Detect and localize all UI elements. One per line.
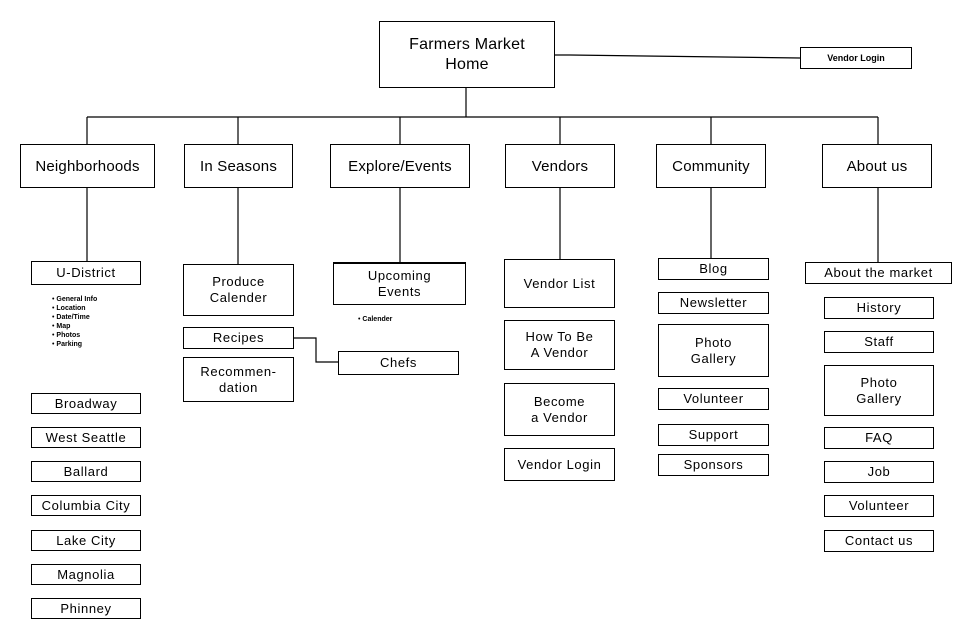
chefs-box[interactable]: Chefs — [338, 351, 459, 375]
neighborhood-item[interactable]: Phinney — [31, 598, 141, 619]
home-box[interactable]: Farmers Market Home — [379, 21, 555, 88]
how-to-be-vendor-box[interactable]: How To Be A Vendor — [504, 320, 615, 370]
history-box[interactable]: History — [824, 297, 934, 319]
vendor-login-box[interactable]: Vendor Login — [504, 448, 615, 481]
neighborhood-item[interactable]: Ballard — [31, 461, 141, 482]
about-volunteer-box[interactable]: Volunteer — [824, 495, 934, 517]
about-photo-gallery-box[interactable]: Photo Gallery — [824, 365, 934, 416]
contact-us-box[interactable]: Contact us — [824, 530, 934, 552]
neighborhood-item[interactable]: West Seattle — [31, 427, 141, 448]
upcoming-events-bullet-list: Calender — [358, 315, 392, 324]
produce-calender-box[interactable]: Produce Calender — [183, 264, 294, 316]
neighborhood-item[interactable]: Columbia City — [31, 495, 141, 516]
bullet-item: Calender — [358, 315, 392, 324]
newsletter-box[interactable]: Newsletter — [658, 292, 769, 314]
volunteer-box[interactable]: Volunteer — [658, 388, 769, 410]
bullet-item: Photos — [52, 331, 97, 340]
photo-gallery-box[interactable]: Photo Gallery — [658, 324, 769, 377]
bullet-item: Date/Time — [52, 313, 97, 322]
faq-box[interactable]: FAQ — [824, 427, 934, 449]
category-vendors[interactable]: Vendors — [505, 144, 615, 188]
category-community[interactable]: Community — [656, 144, 766, 188]
recipes-box[interactable]: Recipes — [183, 327, 294, 349]
recommendation-box[interactable]: Recommen- dation — [183, 357, 294, 402]
bullet-item: Map — [52, 322, 97, 331]
neighborhood-item[interactable]: Lake City — [31, 530, 141, 551]
category-neighborhoods[interactable]: Neighborhoods — [20, 144, 155, 188]
category-explore-events[interactable]: Explore/Events — [330, 144, 470, 188]
bullet-item: Location — [52, 304, 97, 313]
sponsors-box[interactable]: Sponsors — [658, 454, 769, 476]
vendor-list-box[interactable]: Vendor List — [504, 259, 615, 308]
support-box[interactable]: Support — [658, 424, 769, 446]
neighborhood-item[interactable]: Magnolia — [31, 564, 141, 585]
bullet-item: General Info — [52, 295, 97, 304]
udistrict-box[interactable]: U-District — [31, 261, 141, 285]
neighborhood-item[interactable]: Broadway — [31, 393, 141, 414]
vendor-login-top-box[interactable]: Vendor Login — [800, 47, 912, 69]
upcoming-events-box[interactable]: Upcoming Events — [333, 262, 466, 305]
staff-box[interactable]: Staff — [824, 331, 934, 353]
category-about-us[interactable]: About us — [822, 144, 932, 188]
blog-box[interactable]: Blog — [658, 258, 769, 280]
bullet-item: Parking — [52, 340, 97, 349]
udistrict-bullet-list: General Info Location Date/Time Map Phot… — [52, 295, 97, 349]
become-vendor-box[interactable]: Become a Vendor — [504, 383, 615, 436]
about-market-box[interactable]: About the market — [805, 262, 952, 284]
job-box[interactable]: Job — [824, 461, 934, 483]
category-in-seasons[interactable]: In Seasons — [184, 144, 293, 188]
